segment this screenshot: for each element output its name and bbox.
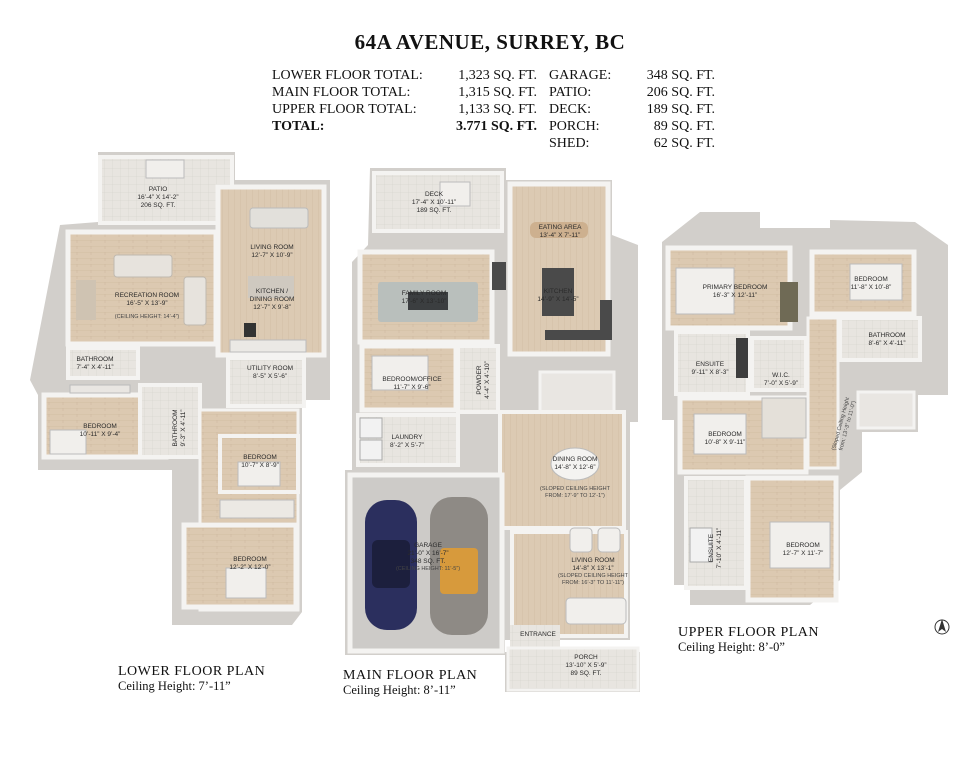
main-floor-caption: MAIN FLOOR PLAN Ceiling Height: 8’-11”: [343, 668, 477, 698]
area-label: UPPER FLOOR TOTAL:: [272, 102, 417, 117]
ceiling-height: Ceiling Height: 7’-11”: [118, 679, 231, 693]
upper-floor-plan: [662, 212, 948, 605]
area-value: 189 SQ. FT.: [646, 102, 715, 117]
total-label: TOTAL:: [272, 119, 325, 134]
area-label: DECK:: [549, 102, 591, 117]
area-value: 348 SQ. FT.: [646, 68, 715, 83]
upper-floor-caption: UPPER FLOOR PLAN Ceiling Height: 8’-0”: [678, 625, 819, 655]
lower-floor-plan: [30, 152, 330, 625]
plan-title: LOWER FLOOR PLAN: [118, 664, 266, 679]
area-label: LOWER FLOOR TOTAL:: [272, 68, 423, 83]
area-label: SHED:: [549, 136, 590, 151]
total-value: 3.771 SQ. FT.: [455, 119, 537, 134]
plan-title: MAIN FLOOR PLAN: [343, 668, 478, 683]
area-summary-table: LOWER FLOOR TOTAL: 1,323 SQ. FT. GARAGE:…: [272, 67, 715, 152]
lower-floor-caption: LOWER FLOOR PLAN Ceiling Height: 7’-11”: [118, 664, 265, 694]
north-arrow-icon: [934, 619, 950, 635]
ceiling-height: Ceiling Height: 8’-0”: [678, 640, 785, 654]
room-label-wic: W.I.C.7’-0” X 5’-9”: [764, 372, 798, 387]
area-value: 89 SQ. FT.: [653, 119, 715, 134]
area-value: 1,315 SQ. FT.: [458, 85, 537, 100]
room-label-entrance: ENTRANCE: [520, 631, 556, 638]
area-value: 206 SQ. FT.: [646, 85, 715, 100]
property-title: 64A AVENUE, SURREY, BC: [354, 30, 626, 54]
ceiling-height: Ceiling Height: 8’-11”: [343, 683, 456, 697]
plan-title: UPPER FLOOR PLAN: [678, 625, 820, 640]
area-label: MAIN FLOOR TOTAL:: [272, 85, 411, 100]
area-value: 1,323 SQ. FT.: [458, 68, 537, 83]
main-floor-plan: [345, 168, 640, 692]
area-label: PATIO:: [549, 85, 592, 100]
area-label: GARAGE:: [549, 68, 612, 83]
area-label: PORCH:: [549, 119, 600, 134]
area-value: 62 SQ. FT.: [653, 136, 715, 151]
area-value: 1,133 SQ. FT.: [458, 102, 537, 117]
